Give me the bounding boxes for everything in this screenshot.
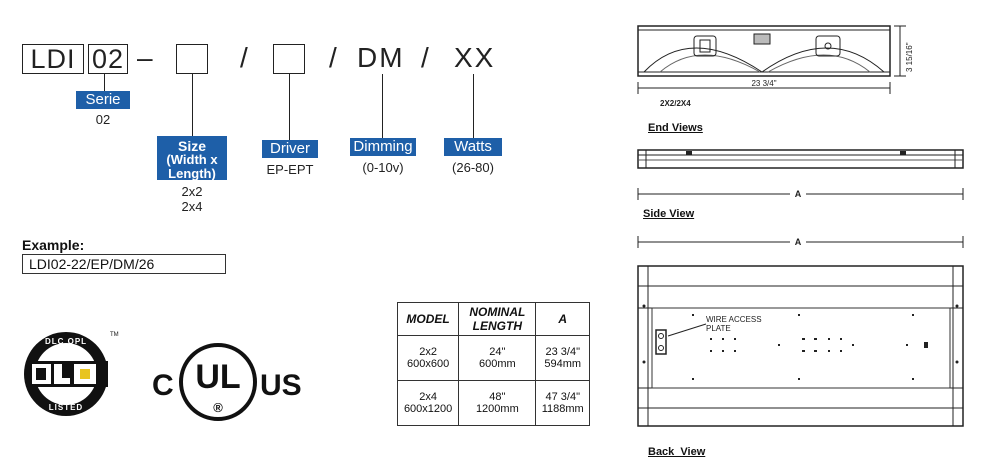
dimming-connector <box>382 74 383 138</box>
row1-a: 23 3/4"594mm <box>535 335 590 381</box>
row1-length: 24"600mm <box>458 335 537 381</box>
col-a: A <box>535 302 590 336</box>
ul-us: US <box>260 369 302 402</box>
dlc-tm: TM <box>110 332 119 338</box>
size-value-1: 2x2 <box>181 184 203 199</box>
col-model: MODEL <box>396 302 460 336</box>
dimming-value: (0-10v) <box>362 160 404 175</box>
row2-model-l1: 2x4 <box>419 391 437 403</box>
code-size-box <box>176 44 208 74</box>
example-label: Example: <box>22 237 85 253</box>
row1-model-l2: 600x600 <box>406 358 450 370</box>
row2-a: 47 3/4"1188mm <box>535 380 590 426</box>
size-tag-line2: (Width x <box>166 152 218 167</box>
serie-tag: Serie <box>76 91 130 109</box>
watts-connector <box>473 74 474 138</box>
code-watts: XX <box>454 42 496 73</box>
row1-len-l1: 24" <box>489 346 506 358</box>
wire-access-label: WIRE ACCESS <box>706 315 762 324</box>
size-tag-line3: Length) <box>168 166 216 181</box>
row2-model-l2: 600x1200 <box>403 403 453 415</box>
ul-logo: C UL ® US <box>152 343 302 421</box>
end-height-dim: 3 15/16" <box>905 42 914 72</box>
table-header-row: MODEL NOMINAL LENGTH A <box>396 302 590 336</box>
row2-len-l2: 1200mm <box>475 403 519 415</box>
watts-value: (26-80) <box>452 160 494 175</box>
ul-c: C <box>152 369 174 402</box>
serie-value: 02 <box>95 112 111 127</box>
col-nominal-length: NOMINAL LENGTH <box>458 302 537 336</box>
end-view-drawing: 3 15/16" 23 3/4" 2X2/2X4 <box>637 25 914 108</box>
back-view-caption: Back View <box>648 446 706 458</box>
row2-length: 48"1200mm <box>458 380 537 426</box>
dlc-bottom-text: LISTED <box>49 403 83 412</box>
dimming-tag: Dimming <box>350 138 416 156</box>
code-prefix-box: LDI <box>22 44 84 74</box>
row1-a-l2: 594mm <box>544 358 582 370</box>
size-tag-line1: Size <box>177 138 206 154</box>
dlc-logo: DLC QPL LISTED TM <box>24 332 119 416</box>
wire-access-label-2: PLATE <box>706 324 731 333</box>
end-views-caption: End Views <box>648 122 703 134</box>
back-dim-a: A <box>795 237 802 247</box>
driver-value: EP-EPT <box>266 162 314 177</box>
row1-a-l1: 23 3/4" <box>545 346 580 358</box>
code-series-box: 02 <box>88 44 128 74</box>
side-view-caption: Side View <box>643 208 695 220</box>
back-view-drawing: A WIRE ACCESS PLATE <box>637 236 964 427</box>
code-prefix: LDI <box>30 44 76 74</box>
row2-a-l1: 47 3/4" <box>545 391 580 403</box>
side-view-drawing: A <box>637 149 964 200</box>
driver-tag: Driver <box>262 140 318 158</box>
code-slash-1: / <box>240 42 248 73</box>
row2-len-l1: 48" <box>489 391 506 403</box>
code-driver-box <box>273 44 305 74</box>
code-slash-3: / <box>421 42 429 73</box>
code-slash-2: / <box>329 42 337 73</box>
size-value-2: 2x4 <box>181 199 203 214</box>
example-value: LDI02-22/EP/DM/26 <box>22 254 226 274</box>
code-dimming: DM <box>357 42 405 73</box>
row2-a-l2: 1188mm <box>541 403 584 415</box>
row1-model-l1: 2x2 <box>419 346 437 358</box>
driver-connector <box>289 74 290 140</box>
ul-main: UL <box>195 358 240 396</box>
size-tag: Size (Width x Length) <box>157 136 227 181</box>
side-dim-a: A <box>795 189 802 199</box>
watts-tag: Watts <box>444 138 502 156</box>
dlc-top-text: DLC QPL <box>45 337 87 346</box>
code-series: 02 <box>91 44 125 74</box>
end-width-dim: 23 3/4" <box>751 79 776 88</box>
serie-connector <box>104 74 105 91</box>
size-connector <box>192 74 193 136</box>
code-dash: – <box>137 42 153 73</box>
ul-registered: ® <box>213 400 223 415</box>
row1-len-l2: 600mm <box>478 358 516 370</box>
end-model-label: 2X2/2X4 <box>660 99 691 108</box>
